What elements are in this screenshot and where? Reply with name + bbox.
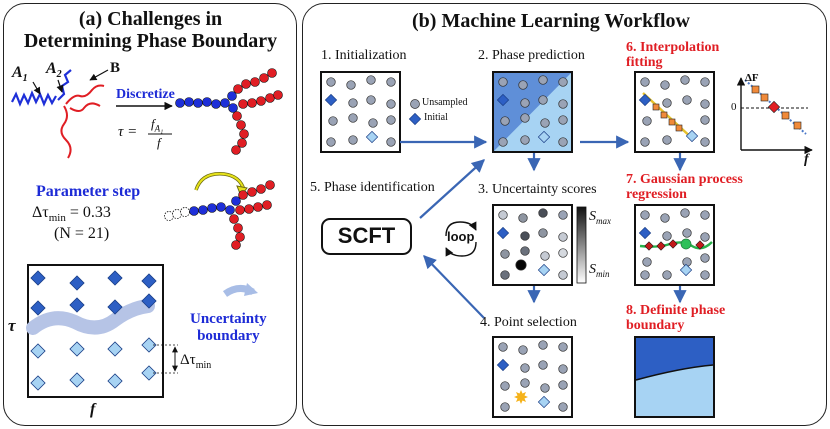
discretize-label: Discretize [116, 87, 175, 102]
delta-tau-min-expr: Δτmin = 0.33 [32, 204, 111, 225]
panel-a-title-line1: (a) Challenges in [78, 8, 223, 30]
label-a2: A2 [46, 60, 62, 81]
bead-chain-bottom [164, 180, 275, 250]
boundary-upper-region [636, 338, 713, 380]
panel-a-title-line2: Determining Phase Boundary [23, 30, 278, 52]
scft-label: SCFT [337, 223, 396, 248]
flow-arrows [400, 135, 687, 319]
step2-label: 2. Phase prediction [478, 48, 585, 63]
legend-initial-marker [408, 112, 422, 126]
uncertainty-boundary-label: Uncertainty boundary [190, 311, 267, 344]
uncertainty-points [496, 208, 568, 280]
bead-chain-top [175, 68, 283, 155]
loop-arrow-top [445, 221, 477, 237]
tau-lhs: τ = [118, 124, 138, 140]
phase-b-diamonds [30, 337, 157, 391]
gpr-points [638, 208, 713, 280]
step7-label: 7. Gaussian process regression [626, 172, 743, 202]
copolymer-sketch [11, 69, 109, 159]
smax-label: Smax [589, 209, 611, 226]
step3-label: 3. Uncertainty scores [478, 182, 597, 197]
step4-label: 4. Point selection [480, 315, 577, 330]
panel-b-title: (b) Machine Learning Workflow [412, 10, 690, 32]
step8-label: 8. Definite phase boundary [626, 303, 726, 333]
axis-f-label: f [90, 401, 96, 418]
step-curve-arrow [194, 172, 246, 191]
label-a1: A1 [12, 64, 28, 85]
uncertainty-band [26, 299, 155, 335]
loop-label: loop [447, 229, 475, 244]
prediction-points [496, 75, 568, 147]
param-step-label: Parameter step [36, 183, 141, 200]
uncertainty-icon-head [244, 283, 258, 296]
scft-box [321, 218, 412, 255]
label-b: B [110, 60, 121, 76]
legend-unsampled-marker [410, 99, 420, 109]
zero-label: 0 [731, 101, 737, 113]
legend-unsampled-label: Unsampled [422, 97, 468, 108]
prediction-box [492, 71, 573, 153]
selected-point-star [514, 390, 528, 404]
panel-a-title: (a) Challenges in Determining Phase Boun… [8, 8, 293, 52]
free-energy-inset [736, 77, 813, 155]
loop-arrow-bottom [445, 241, 477, 257]
f-axis-label: f [804, 152, 809, 167]
step-curve-arrow-fill [195, 172, 245, 191]
tau-denominator: f [157, 135, 161, 150]
smin-label: Smin [589, 262, 610, 279]
dtau-min-label: Δτmin [180, 352, 212, 371]
n-value: (N = 21) [54, 225, 110, 242]
interp-points [638, 75, 710, 147]
step6-label: 6. Interpolation fitting [626, 40, 720, 70]
axis-tau-label: τ [8, 316, 16, 335]
tau-numerator: fA₁ [151, 116, 164, 134]
step1-label: 1. Initialization [321, 48, 407, 63]
step5-label: 5. Phase identification [310, 180, 435, 195]
phase-a-diamonds [30, 270, 157, 316]
score-colorbar [576, 206, 587, 284]
delta-f-label: ΔF [745, 72, 759, 84]
boundary-curve [635, 364, 714, 381]
init-points [324, 75, 396, 147]
selection-points [496, 340, 568, 412]
legend-initial-label: Initial [424, 112, 448, 123]
